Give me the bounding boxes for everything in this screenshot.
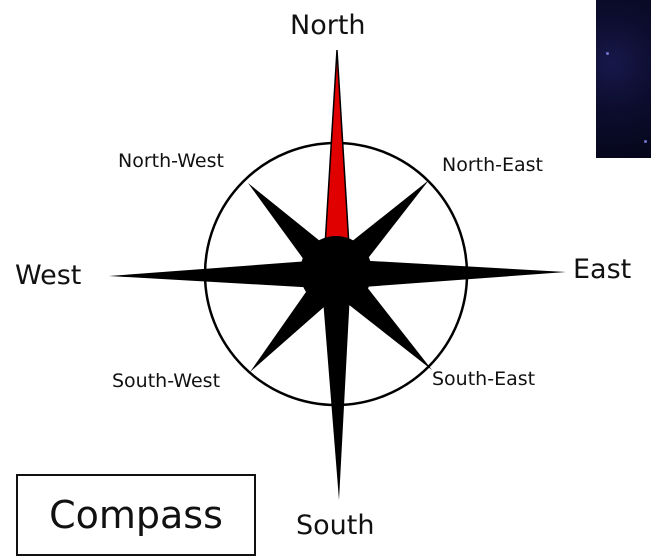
label-north-east: North-East <box>442 156 543 175</box>
starfield-image <box>596 0 651 158</box>
label-south-east: South-East <box>432 370 535 389</box>
compass-hub <box>300 236 372 308</box>
label-north-west: North-West <box>118 152 224 171</box>
label-west: West <box>15 262 81 289</box>
diagram-title: Compass <box>49 496 223 534</box>
label-south: South <box>296 512 374 539</box>
star-dot <box>644 140 647 143</box>
title-box: Compass <box>16 474 256 556</box>
label-east: East <box>573 256 631 283</box>
label-south-west: South-West <box>112 372 220 391</box>
needle-north <box>325 50 349 246</box>
label-north: North <box>290 12 366 39</box>
star-dot <box>606 52 609 55</box>
